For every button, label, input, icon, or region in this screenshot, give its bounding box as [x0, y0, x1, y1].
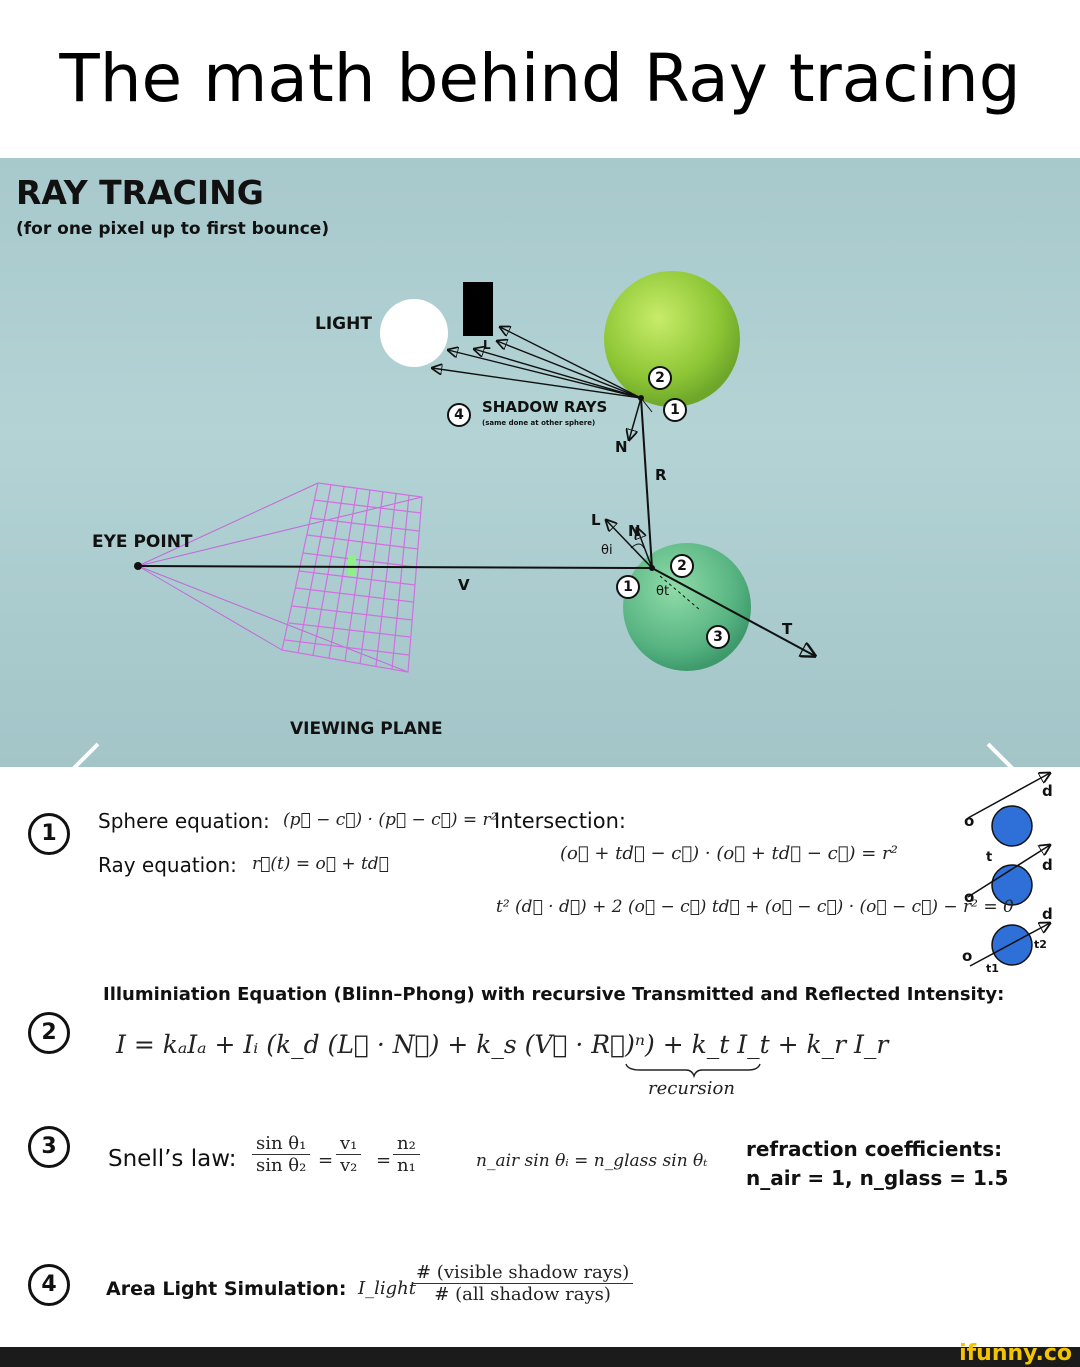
case2-d: d: [1042, 856, 1053, 874]
light-label: LIGHT: [315, 314, 372, 334]
snell-air-glass-equation: n_air sin θᵢ = n_glass sin θₜ: [476, 1151, 708, 1171]
intersection-eq1: (o⃗ + td⃗ − c⃗) · (o⃗ + td⃗ − c⃗) = r²: [560, 843, 898, 864]
refraction-coefficients-values: n_air = 1, n_glass = 1.5: [746, 1166, 1009, 1190]
badge-4-diagram: 4: [447, 403, 471, 427]
case3-d: d: [1042, 905, 1053, 923]
area-light-numerator: # (visible shadow rays): [412, 1262, 634, 1284]
intersection-eq2: t² (d⃗ · d⃗) + 2 (o⃗ − c⃗) td⃗ + (o⃗ − c…: [496, 897, 1014, 917]
sphere-equation-label: Sphere equation:: [98, 809, 270, 833]
snell-sin2: sin θ₂: [256, 1155, 307, 1176]
snell-n2: n₂: [393, 1133, 420, 1155]
t-label: T: [782, 620, 793, 638]
l-label-bottom: L: [591, 511, 601, 529]
snell-fraction-v: v₁ v₂: [336, 1133, 362, 1176]
ray-equation: r⃗(t) = o⃗ + td⃗: [252, 854, 389, 874]
ray-tracing-panel: [0, 158, 1080, 767]
section2-badge: 2: [28, 1012, 70, 1054]
area-light-denominator: # (all shadow rays): [434, 1284, 611, 1305]
eye-point-label: EYE POINT: [92, 532, 193, 552]
r-label: R: [655, 466, 667, 484]
panel-title: RAY TRACING: [16, 173, 264, 212]
recursion-label: recursion: [648, 1078, 735, 1099]
n-label-top: N: [615, 438, 628, 456]
case2-t: t: [986, 850, 993, 865]
shadow-rays-note: (same done at other sphere): [482, 419, 596, 427]
case3-o: o: [962, 947, 973, 965]
viewing-plane-label: VIEWING PLANE: [290, 719, 443, 739]
case3-t1: t1: [986, 962, 999, 975]
area-light-label: Area Light Simulation:: [106, 1278, 347, 1300]
v-label: V: [458, 576, 470, 594]
snell-sin1: sin θ₁: [252, 1133, 311, 1155]
l-label-top: L: [483, 338, 491, 352]
snell-fraction-n: n₂ n₁: [393, 1133, 420, 1176]
shadow-rays-label: SHADOW RAYS: [482, 398, 608, 416]
badge-1-bottom: 1: [616, 575, 640, 599]
section4-badge: 4: [28, 1264, 70, 1306]
snell-v1: v₁: [336, 1133, 362, 1155]
case1-o: o: [964, 812, 975, 830]
illumination-heading: Illuminiation Equation (Blinn–Phong) wit…: [103, 984, 1005, 1005]
case2-o: o: [964, 888, 975, 906]
section1-badge: 1: [28, 813, 70, 855]
panel-subtitle: (for one pixel up to first bounce): [16, 219, 330, 239]
prev-button[interactable]: [64, 740, 108, 796]
snell-v2: v₂: [340, 1155, 358, 1176]
next-button[interactable]: [978, 740, 1022, 796]
page-title: The math behind Ray tracing: [59, 40, 1021, 117]
badge-2-top: 2: [648, 366, 672, 390]
case3-t2: t2: [1034, 938, 1047, 951]
sphere-equation: (p⃗ − c⃗) · (p⃗ − c⃗) = r²: [283, 810, 498, 830]
area-light-fraction: # (visible shadow rays) # (all shadow ra…: [412, 1262, 634, 1305]
badge-1-top: 1: [663, 398, 687, 422]
badge-2-bottom: 2: [670, 554, 694, 578]
snell-fraction-sin: sin θ₁ sin θ₂: [252, 1133, 311, 1176]
equals-2: =: [376, 1150, 392, 1171]
theta-t-label: θt: [656, 584, 670, 599]
area-light-lhs: I_light: [358, 1278, 416, 1299]
intersection-label: Intersection:: [494, 809, 626, 833]
theta-i-label: θi: [601, 543, 613, 558]
ifunny-watermark: ifunny.co: [959, 1341, 1072, 1366]
snell-n1: n₁: [397, 1155, 416, 1176]
section3-badge: 3: [28, 1126, 70, 1168]
illumination-equation: I = kₐIₐ + Iᵢ (k_d (L⃗ · N⃗) + k_s (V⃗ ·…: [116, 1030, 889, 1059]
refraction-coefficients-heading: refraction coefficients:: [746, 1137, 1003, 1161]
case1-d: d: [1042, 782, 1053, 800]
n-label-bottom: N: [628, 522, 641, 540]
ray-equation-label: Ray equation:: [98, 853, 237, 877]
footer-bar: [0, 1347, 1080, 1367]
badge-3-bottom: 3: [706, 625, 730, 649]
equals-1: =: [318, 1150, 334, 1171]
snells-law-label: Snell’s law:: [108, 1146, 237, 1172]
recursion-underbrace: [625, 1063, 761, 1079]
